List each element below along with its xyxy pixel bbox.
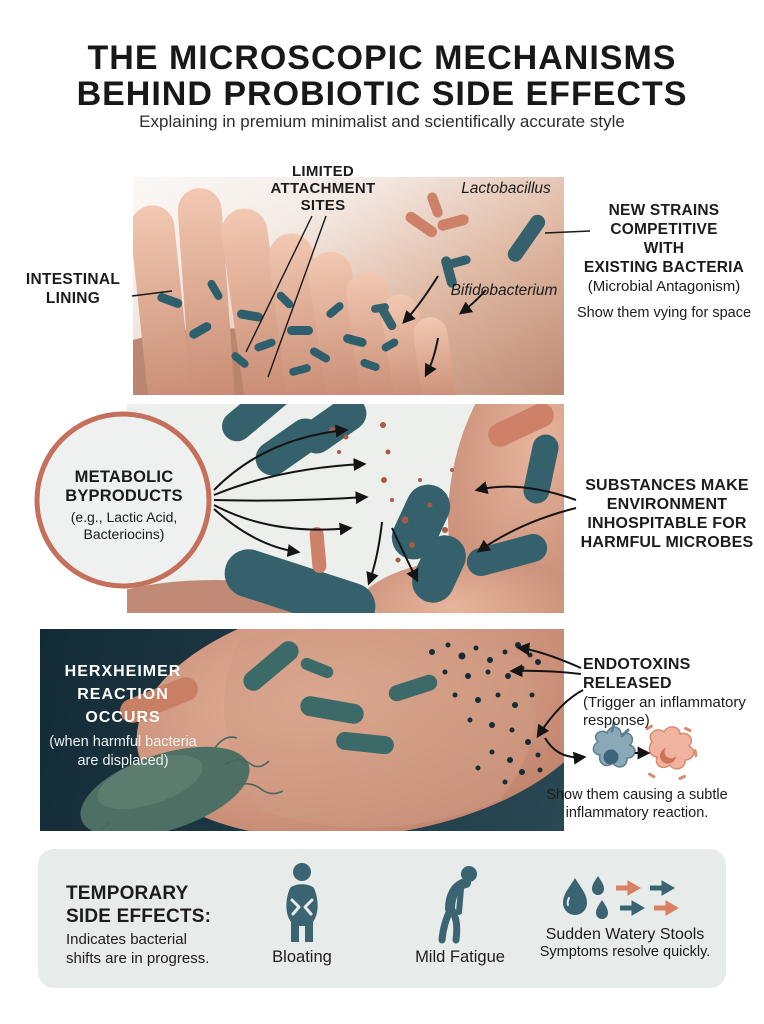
endotoxins-heading: ENDOTOXINS RELEASED xyxy=(583,656,691,692)
metabolic-byproducts-text-block: METABOLIC BYPRODUCTS (e.g., Lactic Acid,… xyxy=(50,468,198,543)
new-strains-text-block: NEW STRAINS COMPETITIVE WITH EXISTING BA… xyxy=(566,201,762,321)
bloating-icon xyxy=(286,863,318,942)
substances-heading: SUBSTANCES MAKE ENVIRONMENT INHOSPITABLE… xyxy=(580,477,754,551)
new-strains-heading: NEW STRAINS COMPETITIVE WITH EXISTING BA… xyxy=(583,202,745,276)
page-title: THE MICROSCOPIC MECHANISMS BEHIND PROBIO… xyxy=(76,39,688,113)
inflammatory-reaction-note: Show them causing a subtle inflammatory … xyxy=(546,787,728,821)
water-drops-icon xyxy=(563,876,608,919)
herxheimer-heading: HERXHEIMER REACTION OCCURS xyxy=(64,663,182,726)
herxheimer-subheading: (when harmful bacteria are displaced) xyxy=(49,734,197,769)
metabolic-byproducts-heading: METABOLIC BYPRODUCTS xyxy=(65,468,183,505)
inflammation-dashes xyxy=(645,724,698,781)
mild-fatigue-icon xyxy=(438,866,477,944)
herxheimer-text-block: HERXHEIMER REACTION OCCURS (when harmful… xyxy=(44,660,202,771)
label-lactobacillus: Lactobacillus xyxy=(461,180,551,197)
vying-for-space-note: Show them vying for space xyxy=(576,305,752,321)
label-limited-attachment-sites: LIMITED ATTACHMENT SITES xyxy=(270,163,376,214)
temporary-side-effects-heading: TEMPORARY SIDE EFFECTS: xyxy=(66,883,212,927)
watery-stools-icon xyxy=(563,876,679,919)
temporary-side-effects-card xyxy=(38,849,726,988)
shift-arrows-icon xyxy=(616,880,679,916)
mild-fatigue-label: Mild Fatigue xyxy=(415,948,505,966)
endotoxins-text-block: ENDOTOXINS RELEASED (Trigger an inflamma… xyxy=(583,655,755,730)
endotoxins-subheading: (Trigger an inflammatory response) xyxy=(583,694,746,729)
symptoms-resolve-label: Symptoms resolve quickly. xyxy=(539,944,711,960)
temporary-side-effects-subheading: Indicates bacterial shifts are in progre… xyxy=(66,931,210,967)
label-bifidobacterium: Bifidobacterium xyxy=(450,282,558,299)
microbial-antagonism-subheading: (Microbial Antagonism) xyxy=(587,278,741,295)
metabolic-byproducts-examples: (e.g., Lactic Acid, Bacteriocins) xyxy=(70,509,178,542)
label-intestinal-lining: INTESTINAL LINING xyxy=(25,271,121,307)
inflamed-cell-icon xyxy=(645,724,698,781)
bloating-label: Bloating xyxy=(272,948,332,966)
watery-stools-label: Sudden Watery Stools xyxy=(545,926,705,943)
page-subtitle: Explaining in premium minimalist and sci… xyxy=(139,112,625,131)
